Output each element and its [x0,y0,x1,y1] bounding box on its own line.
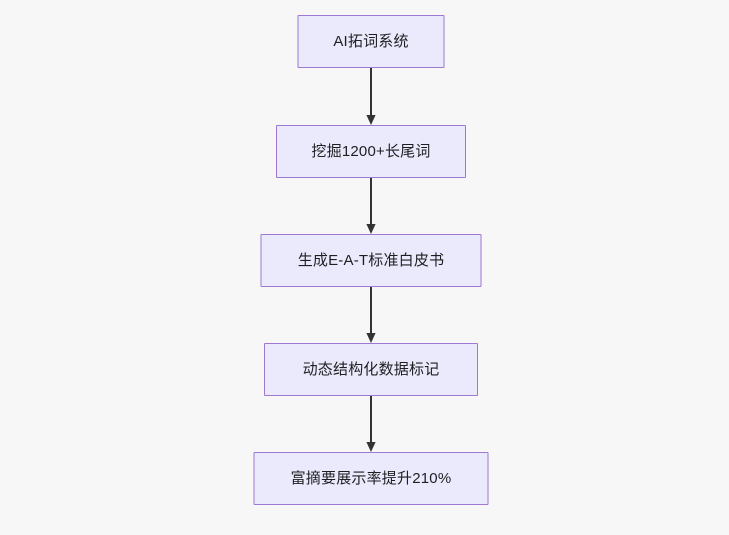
flow-node-rich-snippet-rate-increase[interactable]: 富摘要展示率提升210% [253,452,489,505]
flow-edge-node2-node3 [363,178,379,234]
flow-node-ai-keyword-system[interactable]: AI拓词系统 [297,15,445,68]
flow-edge-node1-node2 [363,68,379,125]
arrow-down-icon [366,178,376,234]
arrow-down-icon [366,396,376,452]
flow-node-generate-eat-whitepaper[interactable]: 生成E-A-T标准白皮书 [260,234,482,287]
flow-node-label: AI拓词系统 [333,33,409,50]
arrow-down-icon [366,287,376,343]
flow-node-mine-longtail-keywords[interactable]: 挖掘1200+长尾词 [276,125,466,178]
flow-edge-node3-node4 [363,287,379,343]
arrow-down-icon [366,68,376,125]
flow-node-label: 挖掘1200+长尾词 [311,143,431,160]
flow-node-label: 富摘要展示率提升210% [290,470,452,487]
flow-edge-node4-node5 [363,396,379,452]
flow-node-label: 动态结构化数据标记 [302,361,440,378]
flow-node-dynamic-structured-data-markup[interactable]: 动态结构化数据标记 [264,343,478,396]
flow-node-label: 生成E-A-T标准白皮书 [297,252,445,269]
